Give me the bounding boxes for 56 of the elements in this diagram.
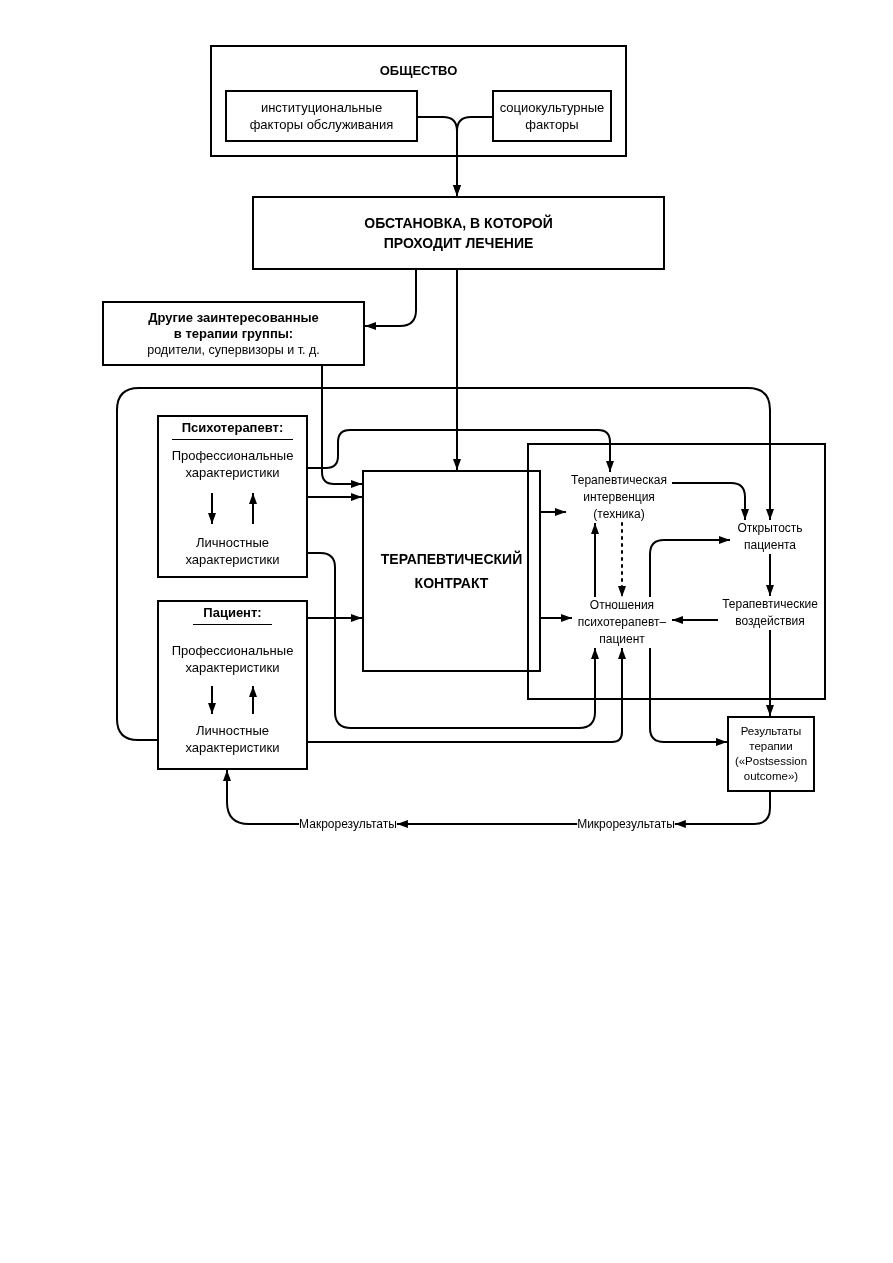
process-label: Открытость пациента <box>730 520 810 554</box>
arrow <box>321 365 363 488</box>
arrow <box>249 685 257 715</box>
arrow <box>649 647 728 746</box>
arrow <box>453 269 461 471</box>
arrow <box>673 791 771 828</box>
arrow <box>116 387 774 741</box>
arrow <box>671 482 749 521</box>
result-label: Микрорезультаты <box>577 816 675 832</box>
box-heading: Другие заинтересованные в терапии группы: <box>147 309 320 342</box>
stakeholder-box <box>102 301 365 366</box>
arrow <box>208 492 216 525</box>
arrow <box>307 493 363 501</box>
arrow <box>305 647 626 743</box>
arrow <box>766 553 774 597</box>
arrow <box>307 614 363 622</box>
box-heading: Психотерапевт: <box>171 420 294 440</box>
group-frame <box>210 45 627 157</box>
arrow <box>395 820 579 828</box>
arrow <box>649 536 731 598</box>
box-heading: ОБЩЕСТВО <box>379 63 458 79</box>
contract-box <box>362 470 541 672</box>
process-label: Отношения психотерапевт–пациент <box>572 597 672 648</box>
arrow <box>249 492 257 525</box>
arrow <box>591 522 599 598</box>
process-frame <box>527 443 826 700</box>
arrow <box>671 616 719 624</box>
box-label: ТЕРАПЕВТИЧЕСКИЙ КОНТРАКТ <box>379 549 524 593</box>
arrow <box>540 614 573 622</box>
process-label: Терапевтические воздействия <box>718 596 822 630</box>
arrow <box>208 685 216 715</box>
participant-box <box>157 600 308 770</box>
box-label: ОБСТАНОВКА, В КОТОРОЙ ПРОХОДИТ ЛЕЧЕНИЕ <box>363 213 554 253</box>
box-label: Результаты терапии («Postsession outcome») <box>733 724 809 784</box>
characteristic-label: Личностные характеристики <box>159 524 306 572</box>
characteristic-label: Профессиональные характеристики <box>159 445 306 493</box>
box-text: родители, супервизоры и т. д. <box>147 341 320 358</box>
arrow <box>223 769 301 825</box>
arrow <box>766 629 774 717</box>
arrow <box>540 508 567 516</box>
box-label: социокультурные факторы <box>498 99 606 133</box>
characteristic-label: Профессиональные характеристики <box>159 640 306 686</box>
arrow <box>305 429 614 473</box>
participant-box <box>157 415 308 578</box>
outcome-box <box>727 716 815 792</box>
box-label: институциональные факторы обслуживания <box>248 99 395 133</box>
arrow <box>364 269 417 330</box>
setting-box <box>252 196 665 270</box>
dotted-arrow <box>618 522 626 598</box>
process-label: Терапевтическая интервенция (техника) <box>566 472 672 523</box>
arrow <box>305 552 599 729</box>
result-label: Макрорезультаты <box>299 816 397 832</box>
box-heading: Пациент: <box>193 605 272 625</box>
characteristic-label: Личностные характеристики <box>159 714 306 760</box>
factor-box <box>225 90 418 142</box>
factor-box <box>492 90 612 142</box>
